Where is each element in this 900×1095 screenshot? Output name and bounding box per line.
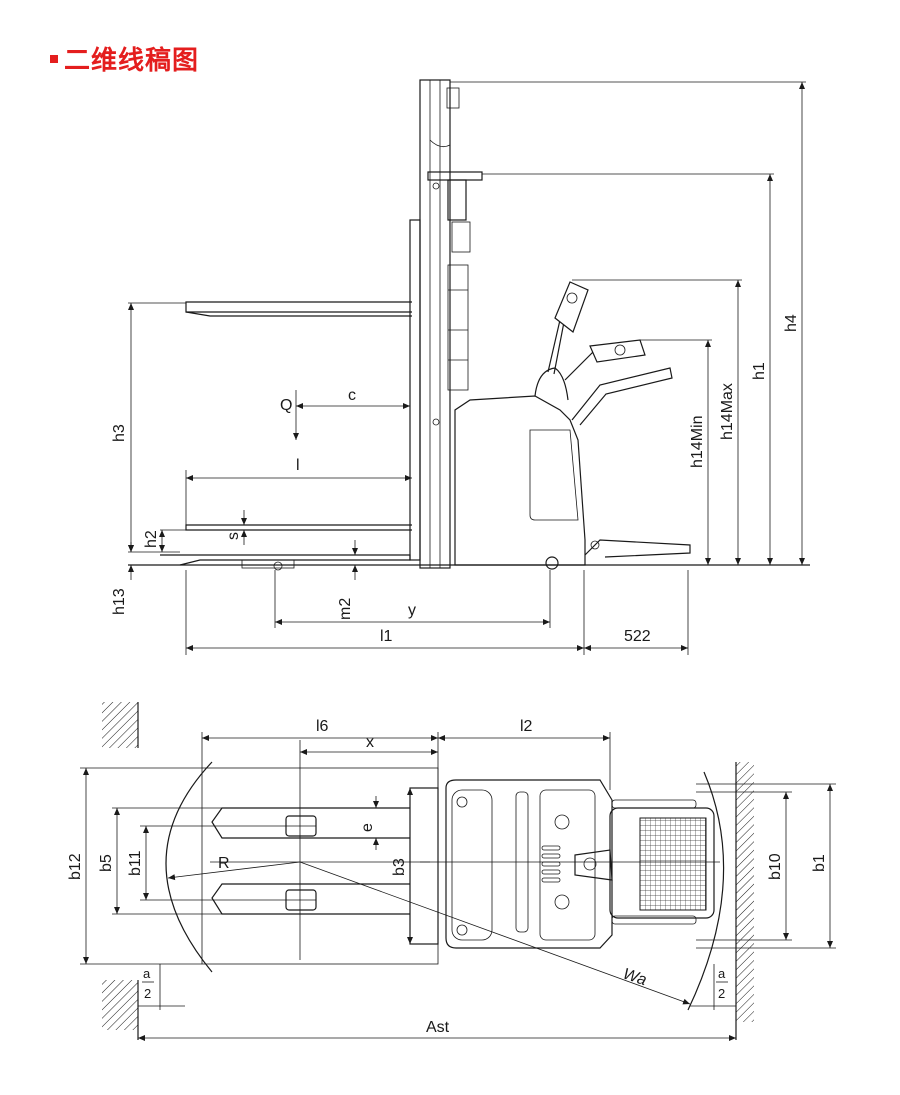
dim-b10: b10 [696, 791, 792, 941]
dim-Ast: Ast [138, 1019, 736, 1041]
dim-c: c [296, 387, 410, 409]
mast [419, 79, 483, 569]
label-Ast: Ast [426, 1019, 450, 1036]
dim-s: s [225, 510, 247, 545]
label-b12: b12 [67, 853, 84, 880]
label-b5: b5 [98, 854, 115, 872]
dim-h2: h2 [143, 529, 186, 552]
dim-h13: h13 [111, 542, 134, 615]
label-2-left: 2 [144, 986, 151, 1001]
label-h2: h2 [143, 530, 160, 548]
dim-h4: h4 [450, 81, 806, 565]
label-b10: b10 [767, 853, 784, 880]
label-2-right: 2 [718, 986, 725, 1001]
label-b1: b1 [811, 854, 828, 872]
dim-h1: h1 [482, 173, 774, 565]
label-b3: b3 [391, 858, 408, 876]
title-bullet [50, 54, 58, 63]
dim-y: y [274, 570, 551, 628]
dim-l6: l6 [201, 718, 439, 788]
side-view: h3 h2 h13 s Q c [111, 79, 810, 655]
dim-l2: l2 [438, 718, 611, 790]
label-c: c [348, 387, 356, 404]
truck-top [445, 779, 715, 949]
label-a-left: a [143, 966, 151, 981]
top-view: l6 l2 x e b12 b5 [67, 702, 836, 1041]
dim-522: 522 [584, 570, 689, 655]
dim-a2-right: a 2 [690, 964, 736, 1010]
dim-l: l [185, 457, 412, 525]
label-l6: l6 [316, 718, 329, 735]
label-Q: Q [280, 397, 292, 414]
label-Wa: Wa [621, 966, 649, 990]
label-R: R [218, 855, 230, 872]
label-l1: l1 [380, 628, 393, 645]
label-h3: h3 [111, 424, 128, 442]
label-m2: m2 [337, 598, 354, 620]
wall-bottom-left [102, 980, 138, 1030]
label-x: x [366, 734, 374, 751]
load-arrow: Q [280, 390, 299, 440]
raised-forks [185, 219, 421, 561]
dim-b5: b5 [98, 807, 222, 915]
vent-slots [541, 845, 561, 883]
dim-a2-left: a 2 [138, 964, 185, 1010]
dim-b11: b11 [127, 825, 286, 901]
label-b11: b11 [127, 850, 144, 876]
dim-b12: b12 [67, 768, 89, 964]
dim-h14max: h14Max [572, 279, 742, 565]
label-h13: h13 [111, 588, 128, 615]
dim-x: x [300, 734, 438, 755]
label-l: l [296, 457, 300, 474]
dim-e: e [359, 796, 379, 850]
label-522: 522 [624, 628, 651, 645]
page-title: 二维线稿图 [50, 40, 199, 77]
turning-arc-right [687, 771, 725, 1011]
truck-body [454, 281, 691, 570]
turning-arc-left [165, 761, 213, 973]
label-h14min: h14Min [689, 416, 706, 468]
dim-Wa: Wa [299, 861, 691, 1005]
title-text: 二维线稿图 [64, 46, 200, 76]
lowered-forks [160, 524, 412, 571]
dim-m2: m2 [337, 540, 358, 620]
label-l2: l2 [520, 718, 533, 735]
dim-b1: b1 [696, 783, 836, 949]
label-s: s [225, 532, 242, 540]
label-h14max: h14Max [719, 383, 736, 440]
dim-b3: b3 [391, 788, 413, 944]
label-e: e [359, 823, 376, 832]
dim-R: R [167, 855, 301, 881]
dim-h3: h3 [111, 302, 186, 552]
label-a-right: a [718, 966, 726, 981]
label-y: y [408, 602, 416, 619]
dim-h14min: h14Min [640, 339, 712, 565]
wall-top-left [102, 702, 138, 748]
dim-l1: l1 [185, 570, 585, 655]
label-h4: h4 [783, 314, 800, 332]
label-h1: h1 [751, 362, 768, 380]
wall-right [736, 762, 754, 1022]
